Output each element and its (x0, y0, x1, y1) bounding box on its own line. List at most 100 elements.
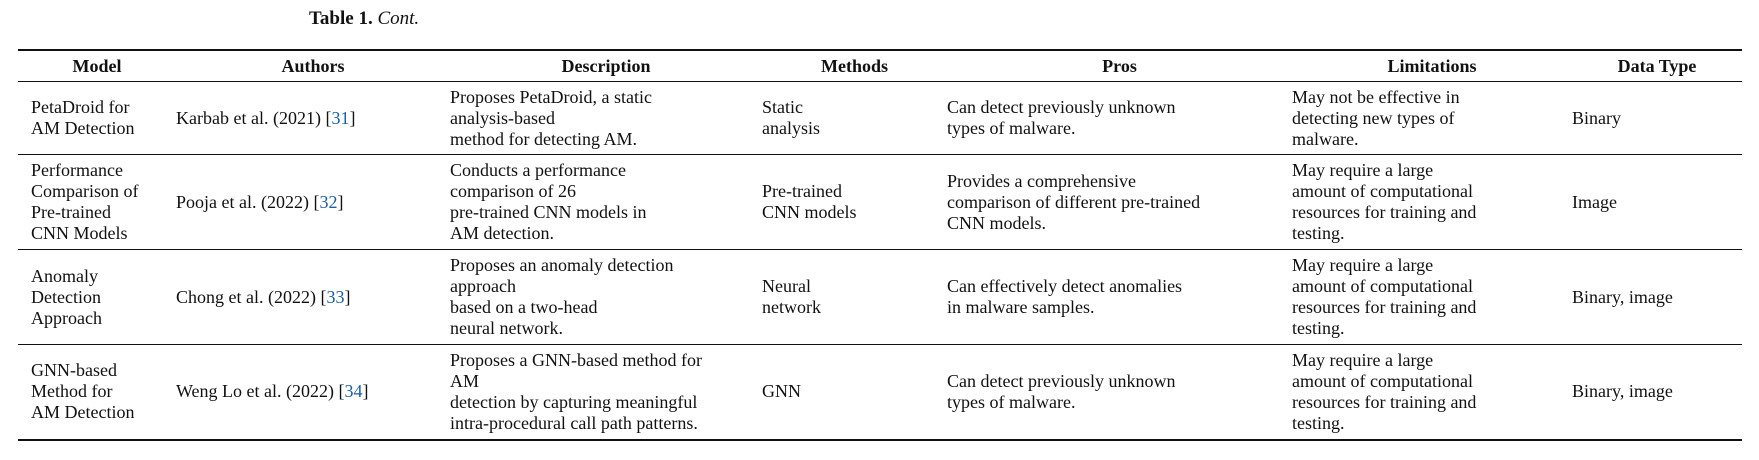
description-line: AM (450, 370, 480, 391)
limitations-line: amount of computational (1292, 276, 1473, 296)
model-line: Anomaly (31, 265, 98, 286)
limitations-line: testing. (1292, 318, 1345, 338)
cell-methods: GNN (762, 345, 947, 440)
pros-line: comparison of different pre-trained (947, 191, 1201, 212)
model-line: Approach (31, 307, 102, 328)
model-line: PetaDroid for (31, 97, 130, 117)
reference-link[interactable]: 34 (344, 381, 363, 402)
author-bracket-close: ] (344, 286, 351, 307)
model-line: Pre-trained (31, 202, 111, 222)
model-line: CNN Models (31, 223, 128, 243)
author-bracket-close: ] (349, 107, 356, 128)
limitations-line: May require a large (1292, 349, 1434, 370)
description-line: intra-procedural call path patterns. (450, 412, 698, 433)
model-line: Method for (31, 381, 113, 402)
model-line: AM Detection (31, 402, 135, 423)
reference-link[interactable]: 31 (331, 107, 350, 128)
limitations-line: testing. (1292, 412, 1345, 433)
methods-line: CNN models (762, 202, 857, 222)
limitations-line: May require a large (1292, 160, 1434, 180)
description-line: Proposes PetaDroid, a static (450, 86, 652, 107)
model-line: AM Detection (31, 118, 135, 138)
reference-link[interactable]: 32 (319, 191, 338, 212)
limitations-line: detecting new types of (1292, 107, 1455, 128)
description-line: Proposes a GNN-based method for (450, 349, 702, 370)
description-line: comparison of 26 (450, 181, 576, 201)
cell-data-type: Image (1572, 191, 1617, 212)
limitations-line: May not be effective in (1292, 86, 1460, 107)
cell-authors: Pooja et al. (2022) [32] (176, 155, 450, 250)
model-line: Comparison of (31, 181, 139, 201)
limitations-line: resources for training and (1292, 202, 1477, 222)
limitations-line: resources for training and (1292, 297, 1477, 317)
limitations-line: amount of computational (1292, 370, 1473, 391)
author-name: Pooja et al. (2022) [ (176, 191, 320, 212)
pros-line: types of malware. (947, 118, 1076, 138)
header-data-type: Data Type (1617, 55, 1697, 76)
cell-data-type: Binary, image (1572, 381, 1673, 402)
description-line: neural network. (450, 318, 563, 338)
limitations-line: malware. (1292, 128, 1359, 149)
methods-line: analysis (762, 118, 820, 138)
cell-authors: Weng Lo et al. (2022) [34] (176, 345, 450, 440)
methods-line: Static (762, 97, 803, 117)
description-line: detection by capturing meaningful (450, 391, 698, 412)
description-line: method for detecting AM. (450, 128, 637, 149)
description-line: pre-trained CNN models in (450, 202, 647, 222)
methods-lines: GNN (762, 381, 947, 402)
author-bracket-close: ] (337, 191, 344, 212)
pros-line: in malware samples. (947, 297, 1095, 317)
pros-line: Provides a comprehensive (947, 170, 1136, 191)
methods-line: Neural (762, 276, 811, 296)
model-line: Performance (31, 160, 123, 180)
model-line: GNN-based (31, 360, 117, 381)
author-bracket-close: ] (362, 381, 369, 402)
table-caption-text: Cont. (377, 8, 420, 29)
methods-line: network (762, 297, 821, 317)
pros-line: Can effectively detect anomalies (947, 276, 1183, 296)
header-model: Model (72, 55, 122, 76)
cell-data-type: Binary (1572, 107, 1621, 128)
description-line: based on a two-head (450, 297, 598, 317)
author-name: Chong et al. (2022) [ (176, 286, 327, 307)
pros-line: types of malware. (947, 391, 1076, 412)
cell-data-type: Binary, image (1572, 286, 1673, 307)
reference-link[interactable]: 33 (326, 286, 345, 307)
author-name: Karbab et al. (2021) [ (176, 107, 332, 128)
author-name: Weng Lo et al. (2022) [ (176, 381, 345, 402)
header-pros: Pros (1102, 55, 1137, 76)
